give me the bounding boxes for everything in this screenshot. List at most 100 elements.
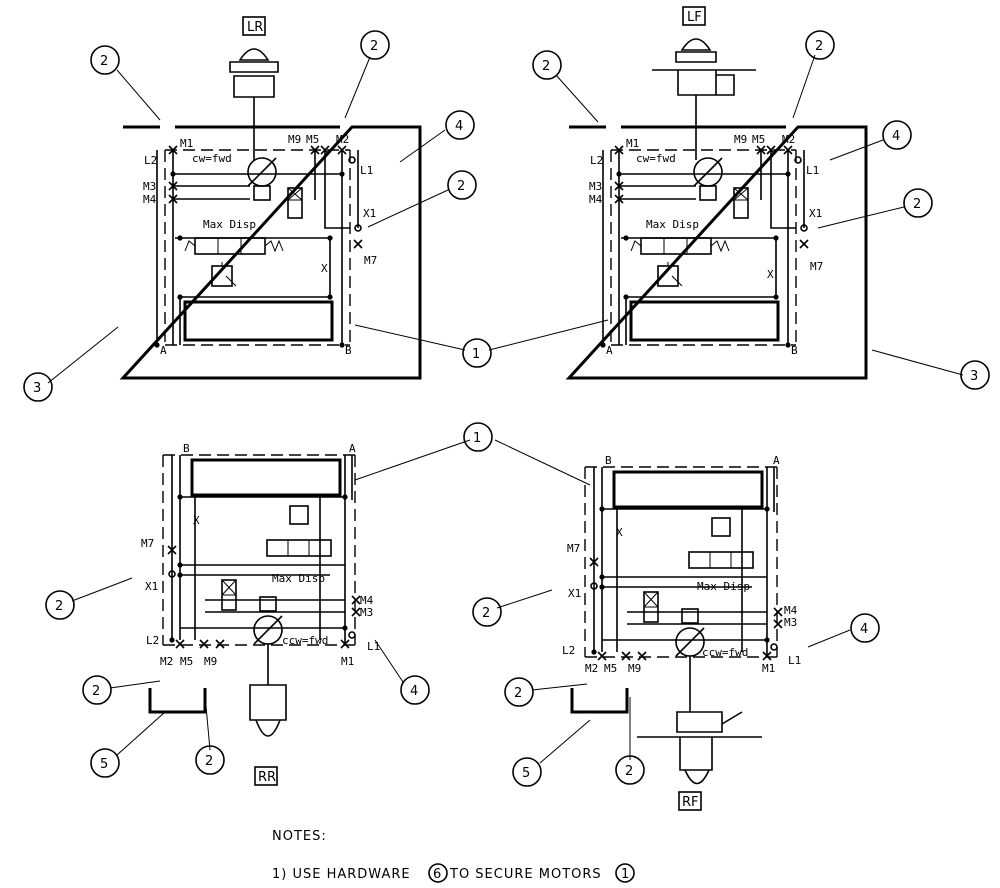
svg-text:4: 4 bbox=[860, 622, 868, 637]
svg-text:L1: L1 bbox=[367, 640, 380, 653]
svg-text:M5: M5 bbox=[180, 655, 193, 668]
svg-text:2: 2 bbox=[542, 59, 550, 74]
callout-4: 4 bbox=[400, 675, 430, 705]
svg-text:2: 2 bbox=[913, 197, 921, 212]
svg-text:M3: M3 bbox=[589, 180, 602, 193]
svg-text:4: 4 bbox=[892, 129, 900, 144]
svg-text:M5: M5 bbox=[604, 662, 617, 675]
callout-5: 5 bbox=[512, 757, 542, 787]
svg-text:X1: X1 bbox=[809, 207, 822, 220]
rotation-label: cw=fwd bbox=[636, 152, 676, 165]
tank-5 bbox=[148, 688, 207, 714]
svg-text:M9: M9 bbox=[734, 133, 747, 146]
svg-text:4: 4 bbox=[410, 684, 418, 699]
max-disp-label: Max Disp bbox=[203, 218, 256, 231]
svg-text:X1: X1 bbox=[363, 207, 376, 220]
rotation-label: ccw=fwd bbox=[282, 634, 328, 647]
svg-text:M1: M1 bbox=[626, 137, 639, 150]
leader-lines bbox=[47, 54, 964, 764]
notes-line1-ref2: 1 bbox=[621, 867, 630, 882]
notes-line1-mid: TO SECURE MOTORS bbox=[449, 867, 602, 882]
svg-text:4: 4 bbox=[455, 119, 463, 134]
svg-text:M7: M7 bbox=[364, 254, 377, 267]
svg-text:M2: M2 bbox=[160, 655, 173, 668]
motor-tag-box bbox=[682, 6, 706, 26]
svg-text:M1: M1 bbox=[341, 655, 354, 668]
svg-text:X1: X1 bbox=[568, 587, 581, 600]
svg-text:M4: M4 bbox=[784, 604, 798, 617]
svg-text:5: 5 bbox=[522, 766, 530, 781]
tank-5 bbox=[570, 688, 629, 714]
svg-text:L1: L1 bbox=[788, 654, 801, 667]
callout-2: 2 bbox=[82, 675, 112, 705]
notes-line1-prefix: 1) USE HARDWARE bbox=[272, 867, 411, 882]
callout-2: 2 bbox=[805, 30, 835, 60]
svg-text:M2: M2 bbox=[585, 662, 598, 675]
tank-outline bbox=[565, 125, 868, 380]
callout-4: 4 bbox=[850, 613, 880, 643]
callout-1: 1 bbox=[462, 338, 492, 368]
max-disp-label: Max Disp bbox=[697, 580, 750, 593]
callout-2: 2 bbox=[45, 590, 75, 620]
motor-tag-box bbox=[678, 791, 702, 811]
svg-text:M9: M9 bbox=[204, 655, 217, 668]
callout-2: 2 bbox=[615, 755, 645, 785]
svg-text:L1: L1 bbox=[360, 164, 373, 177]
max-disp-label: Max Disp bbox=[646, 218, 699, 231]
svg-text:2: 2 bbox=[55, 599, 63, 614]
notes: NOTES: 1) USE HARDWARE 6 TO SECURE MOTOR… bbox=[272, 829, 635, 883]
motor-tag: RF bbox=[682, 795, 699, 810]
svg-text:M3: M3 bbox=[784, 616, 797, 629]
svg-text:2: 2 bbox=[457, 179, 465, 194]
svg-text:3: 3 bbox=[970, 369, 978, 384]
svg-text:M7: M7 bbox=[141, 537, 154, 550]
notes-heading: NOTES: bbox=[272, 829, 327, 844]
svg-text:M1: M1 bbox=[762, 662, 775, 675]
callout-2: 2 bbox=[903, 188, 933, 218]
svg-text:2: 2 bbox=[815, 39, 823, 54]
svg-text:M1: M1 bbox=[180, 137, 193, 150]
svg-text:2: 2 bbox=[625, 764, 633, 779]
svg-text:M9: M9 bbox=[288, 133, 301, 146]
callout-5: 5 bbox=[90, 748, 120, 778]
callout-2: 2 bbox=[90, 45, 120, 75]
motor-lf: LF cw=fwd Max Disp A B M1 M9 M5 M2 L2 M3… bbox=[565, 6, 868, 380]
svg-text:M7: M7 bbox=[810, 260, 823, 273]
svg-text:L2: L2 bbox=[590, 154, 603, 167]
svg-text:L2: L2 bbox=[146, 634, 159, 647]
notes-line1-ref: 6 bbox=[433, 867, 442, 882]
callout-4: 4 bbox=[882, 120, 912, 150]
motor-tag: RR bbox=[258, 770, 276, 785]
motor-tag: LR bbox=[247, 20, 263, 35]
motor-lr: LR cw=fwd Max Disp A B M1 M9 M5 M2 L2 M3… bbox=[119, 16, 422, 380]
svg-text:M2: M2 bbox=[782, 133, 795, 146]
port-a: A bbox=[349, 442, 356, 455]
port-b: B bbox=[345, 344, 352, 357]
svg-text:M5: M5 bbox=[306, 133, 319, 146]
callout-1: 1 bbox=[463, 422, 493, 452]
svg-text:M7: M7 bbox=[567, 542, 580, 555]
svg-text:M9: M9 bbox=[628, 662, 641, 675]
tank-outline bbox=[119, 125, 422, 380]
motor-rf: RF ccw=fwd Max Disp B A M7 X1 M4 M3 L2 L… bbox=[562, 454, 801, 811]
callout-2: 2 bbox=[532, 50, 562, 80]
motor-tag: LF bbox=[687, 10, 702, 25]
svg-text:X: X bbox=[767, 268, 774, 281]
svg-text:2: 2 bbox=[370, 39, 378, 54]
note-ref-circle bbox=[428, 863, 448, 883]
callout-2: 2 bbox=[472, 597, 502, 627]
port-b: B bbox=[183, 442, 190, 455]
svg-text:M3: M3 bbox=[360, 606, 373, 619]
rotation-label: cw=fwd bbox=[192, 152, 232, 165]
svg-text:M5: M5 bbox=[752, 133, 765, 146]
svg-text:L2: L2 bbox=[144, 154, 157, 167]
svg-text:1: 1 bbox=[473, 431, 481, 446]
svg-text:X: X bbox=[616, 526, 623, 539]
rotation-label: ccw=fwd bbox=[702, 646, 748, 659]
port-a: A bbox=[606, 344, 613, 357]
svg-text:L1: L1 bbox=[806, 164, 819, 177]
svg-text:2: 2 bbox=[482, 606, 490, 621]
callout-2: 2 bbox=[195, 745, 225, 775]
port-b: B bbox=[605, 454, 612, 467]
